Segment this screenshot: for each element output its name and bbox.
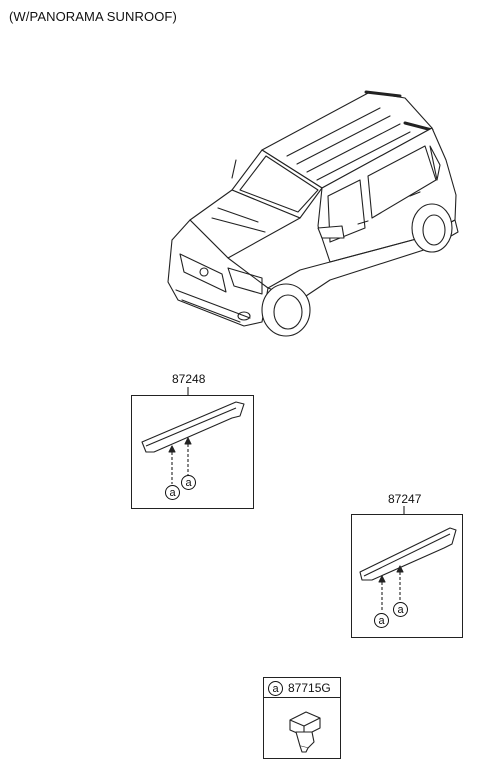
callout-a: a <box>268 681 283 696</box>
callout-a: a <box>165 485 180 500</box>
callout-a: a <box>393 602 408 617</box>
callout-a: a <box>374 613 389 628</box>
clip-header-divider <box>263 697 341 698</box>
part-number-87715G: 87715G <box>288 681 331 695</box>
part-number-87247: 87247 <box>388 492 422 506</box>
part-number-87248: 87248 <box>172 372 206 386</box>
diagram-title: (W/PANORAMA SUNROOF) <box>9 9 177 24</box>
callout-a: a <box>181 475 196 490</box>
